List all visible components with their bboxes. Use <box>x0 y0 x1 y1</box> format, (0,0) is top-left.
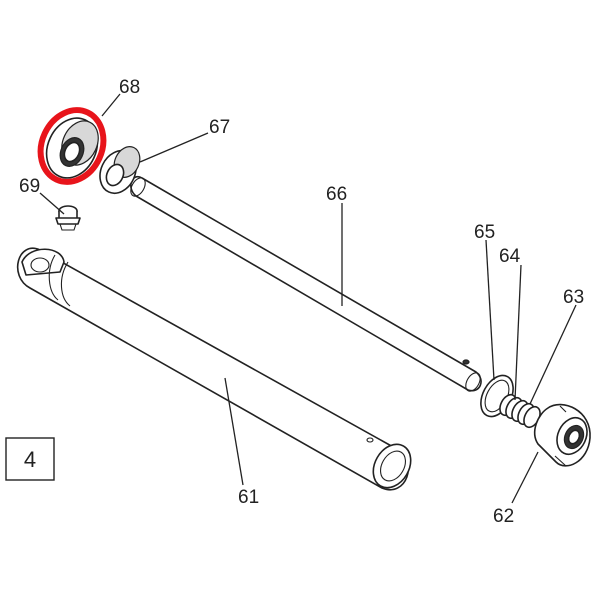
callout-66: 66 <box>326 184 347 205</box>
callout-67: 67 <box>209 117 230 138</box>
callout-63: 63 <box>563 287 584 308</box>
callout-64: 64 <box>499 246 521 267</box>
leader-67 <box>139 132 209 163</box>
callout-65: 65 <box>474 222 495 243</box>
leader-64 <box>514 264 522 401</box>
cylinder-barrel-part[interactable] <box>16 247 419 494</box>
callout-62: 62 <box>493 506 514 527</box>
figure-number-box: 4 <box>5 437 55 481</box>
figure-number: 4 <box>24 447 36 472</box>
leader-62 <box>511 451 539 504</box>
leader-63 <box>529 304 577 405</box>
leader-lines <box>39 93 577 504</box>
gland-nut-part[interactable] <box>93 142 144 199</box>
callout-68: 68 <box>119 77 140 98</box>
leader-68 <box>101 93 121 117</box>
callout-61: 61 <box>238 487 259 508</box>
leader-69 <box>39 192 65 215</box>
leader-61 <box>224 377 244 486</box>
callout-labels: 61 62 63 64 65 66 67 68 69 <box>19 77 584 527</box>
seal-part[interactable] <box>37 110 107 186</box>
leader-65 <box>485 239 495 381</box>
grease-fitting-part[interactable] <box>55 205 81 231</box>
end-cap-part[interactable] <box>533 403 593 467</box>
highlight-circle <box>37 107 107 185</box>
callout-69: 69 <box>19 176 40 197</box>
